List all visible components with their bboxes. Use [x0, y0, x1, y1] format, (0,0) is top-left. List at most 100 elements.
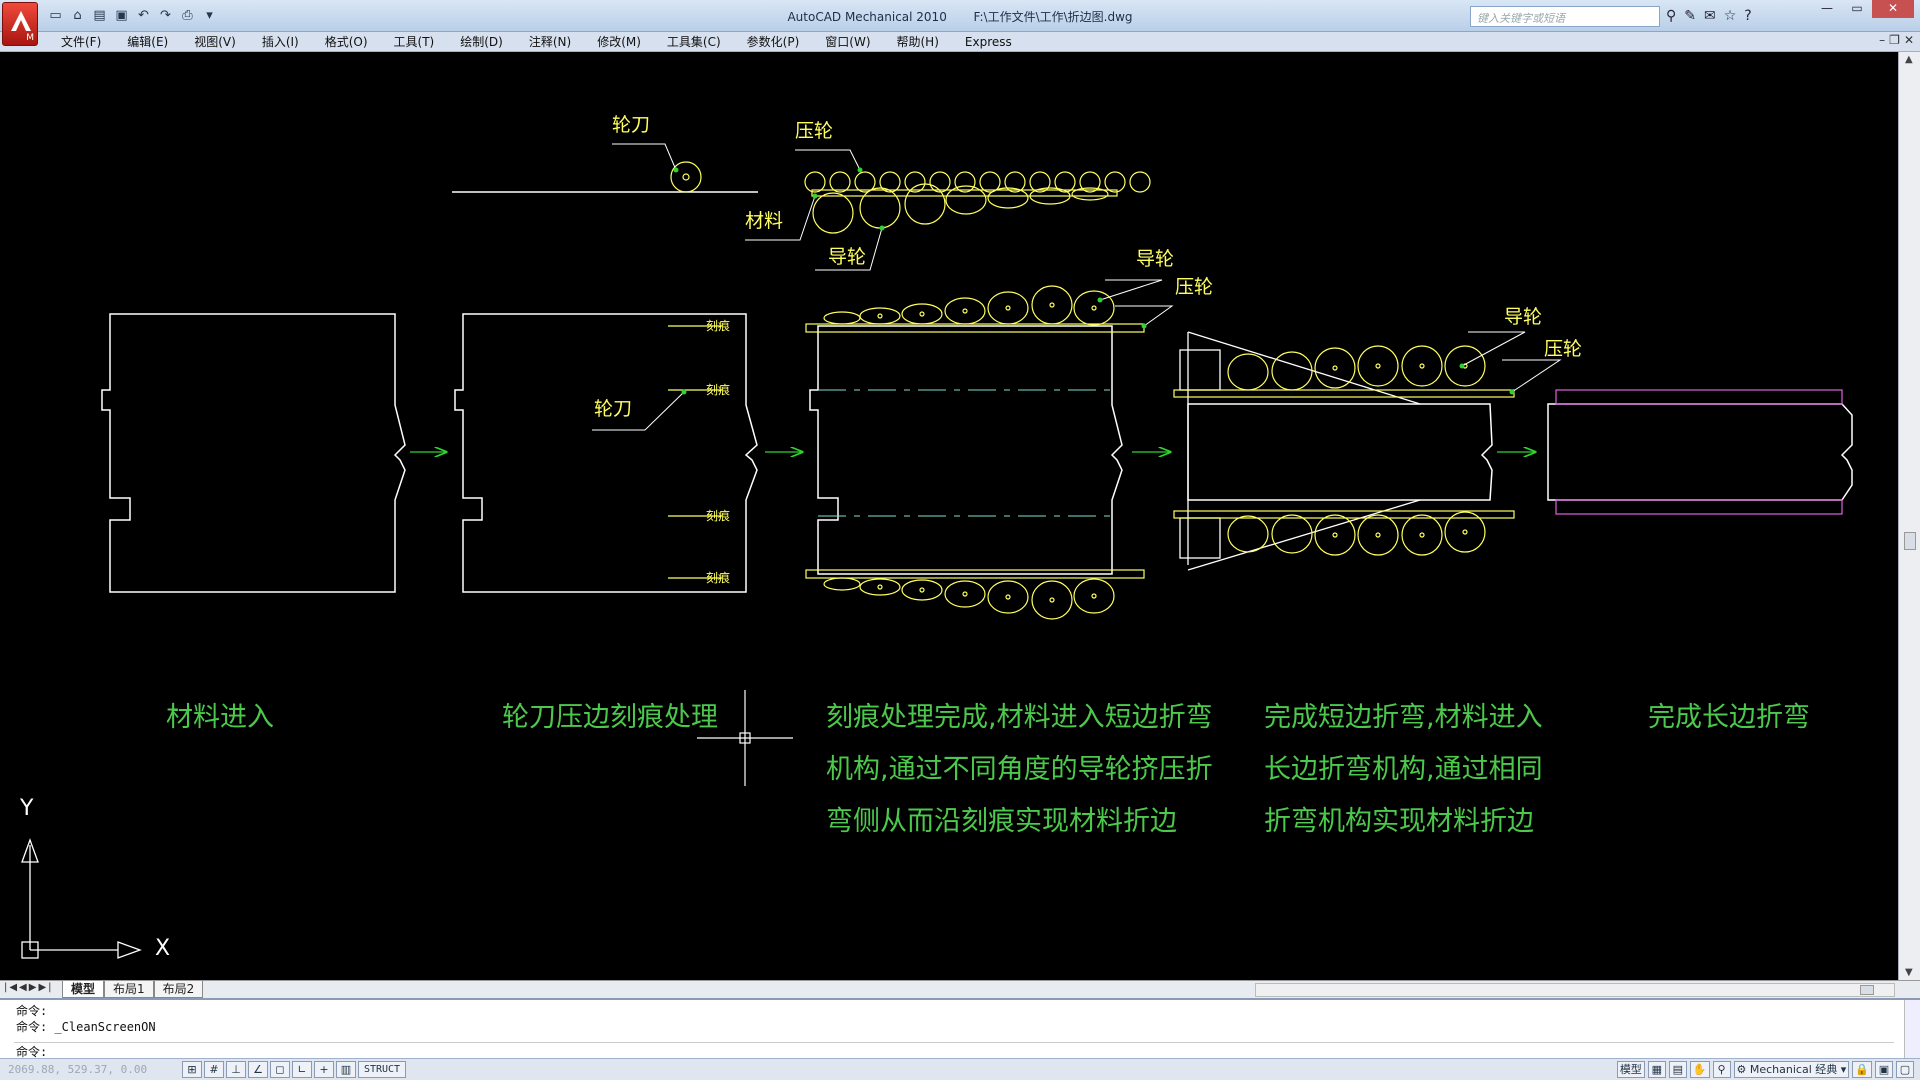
horizontal-scrollbar[interactable] [1255, 983, 1895, 997]
label-press-roller-right: 压轮 [1544, 338, 1583, 360]
menu-parametric[interactable]: 参数化(P) [746, 35, 800, 49]
title-bar: ▭ ⌂ ▤ ▣ ↶ ↷ ⎙ ▾ AutoCAD Mechanical 2010 … [0, 0, 1920, 32]
ortho-toggle-icon[interactable]: ⊥ [226, 1061, 246, 1078]
layout-quickview-icon[interactable]: ▦ [1647, 1061, 1666, 1078]
status-bar: 2069.88, 529.37, 0.00 ⊞ # ⊥ ∠ ◻ ∟ + ▥ ST… [0, 1058, 1920, 1080]
new-file-icon[interactable]: ▭ [49, 8, 62, 23]
struct-toggle[interactable]: STRUCT [358, 1061, 406, 1078]
scroll-down-icon[interactable]: ▼ [1905, 967, 1913, 978]
maximize-icon[interactable]: ▭ [1851, 1, 1863, 15]
osnap-toggle-icon[interactable]: ◻ [270, 1061, 290, 1078]
app-name: AutoCAD Mechanical 2010 [787, 10, 947, 24]
status-right-tools: 模型 ▦ ▤ ✋ ⚲ ⚙ Mechanical 经典 ▾ 🔒 ▣ ▢ [1616, 1061, 1914, 1078]
caption-step-3-line-2: 机构,通过不同角度的导轮挤压折 [826, 754, 1213, 785]
window-controls: — ▭ ✕ [1812, 0, 1914, 18]
menu-file[interactable]: 文件(F) [61, 35, 102, 49]
label-score-4: 刻痕 [706, 571, 731, 585]
minimize-icon[interactable]: — [1821, 1, 1833, 15]
funnel-lines [1179, 331, 1421, 571]
doc-restore-icon[interactable]: ❐ [1889, 33, 1900, 47]
label-score-2: 刻痕 [706, 383, 731, 397]
help-icon[interactable]: ? [1744, 8, 1752, 24]
menu-help[interactable]: 帮助(H) [896, 35, 939, 49]
menu-view[interactable]: 视图(V) [194, 35, 236, 49]
undo-icon[interactable]: ↶ [138, 8, 149, 23]
doc-minimize-icon[interactable]: – [1879, 33, 1886, 47]
horizontal-scroll-thumb[interactable] [1860, 985, 1874, 995]
label-press-roller-mid: 压轮 [1175, 276, 1214, 298]
workspace-switch[interactable]: ⚙ Mechanical 经典 ▾ [1733, 1061, 1850, 1078]
caption-step-3: 刻痕处理完成,材料进入短边折弯 机构,通过不同角度的导轮挤压折 弯侧从而沿刻痕实… [826, 692, 1213, 848]
panel-5-outline [1547, 403, 1853, 501]
autocad-logo-icon [11, 11, 31, 31]
score-lines-panel-3 [818, 389, 1110, 517]
redo-icon[interactable]: ↷ [160, 8, 171, 23]
communication-icon[interactable]: ✉ [1704, 8, 1716, 24]
tab-model[interactable]: 模型 [62, 981, 105, 998]
menu-tools[interactable]: 工具(T) [393, 35, 435, 49]
press-rollers-top [804, 171, 1151, 197]
close-icon[interactable]: ✕ [1872, 0, 1914, 18]
menu-modify[interactable]: 修改(M) [597, 35, 641, 49]
application-menu-button[interactable]: M [2, 2, 38, 46]
otrack-toggle-icon[interactable]: ∟ [292, 1061, 312, 1078]
label-score-3: 刻痕 [706, 509, 731, 523]
cad-drawing [21, 143, 1853, 959]
menu-bar: 文件(F) 编辑(E) 视图(V) 插入(I) 格式(O) 工具(T) 绘制(D… [0, 32, 1920, 52]
quick-access-toolbar: ▭ ⌂ ▤ ▣ ↶ ↷ ⎙ ▾ [46, 6, 219, 28]
rail-lines-panel-4 [1173, 389, 1515, 519]
grid-toggle-icon[interactable]: # [204, 1061, 224, 1078]
menu-draw[interactable]: 绘制(D) [460, 35, 503, 49]
coordinate-readout[interactable]: 2069.88, 529.37, 0.00 [8, 1063, 148, 1076]
command-scrollbar[interactable] [1904, 1000, 1920, 1058]
layout-tab-bar: |◀◀▶▶| 模型 布局1 布局2 [0, 980, 1920, 998]
lock-icon[interactable]: 🔒 [1852, 1061, 1872, 1078]
clean-screen-icon[interactable]: ▢ [1896, 1061, 1914, 1078]
tab-layout2[interactable]: 布局2 [153, 981, 204, 998]
menu-insert[interactable]: 插入(I) [261, 35, 299, 49]
dropdown-icon[interactable]: ▾ [206, 8, 213, 23]
menu-toolsets[interactable]: 工具集(C) [666, 35, 721, 49]
favorites-icon[interactable]: ☆ [1723, 8, 1737, 24]
subscription-icon[interactable]: ✎ [1684, 8, 1696, 24]
snap-toggle-icon[interactable]: ⊞ [182, 1061, 202, 1078]
drawing-quickview-icon[interactable]: ▤ [1668, 1061, 1687, 1078]
menu-edit[interactable]: 编辑(E) [127, 35, 169, 49]
model-space-button[interactable]: 模型 [1616, 1061, 1645, 1078]
crosshair-cursor [697, 690, 793, 786]
tray-settings-icon[interactable]: ▣ [1875, 1061, 1893, 1078]
ucs-x-label: X [155, 936, 171, 961]
binoculars-icon[interactable]: ⚲ [1666, 8, 1677, 24]
command-input[interactable]: 命令: [14, 1042, 1894, 1059]
lineweight-toggle-icon[interactable]: + [314, 1061, 334, 1078]
menu-express[interactable]: Express [964, 35, 1012, 49]
panel-2-outline [454, 313, 758, 593]
fold-edges-panel-5 [1555, 389, 1843, 515]
help-search-input[interactable]: 键入关键字或短语 [1470, 6, 1660, 27]
command-prompt: 命令: [16, 1045, 48, 1059]
tab-navigation-icon[interactable]: |◀◀▶▶| [4, 982, 54, 993]
menu-format[interactable]: 格式(O) [324, 35, 368, 49]
plot-icon[interactable]: ⎙ [182, 8, 193, 23]
vertical-scrollbar[interactable]: ▲ ▼ [1898, 52, 1920, 980]
help-toolbar: ⚲ ✎ ✉ ☆ ? [1666, 7, 1752, 25]
scroll-up-icon[interactable]: ▲ [1905, 54, 1913, 65]
polar-toggle-icon[interactable]: ∠ [248, 1061, 268, 1078]
open-file-icon[interactable]: ⌂ [73, 8, 82, 23]
label-guide-roller-right: 导轮 [1504, 306, 1543, 328]
pan-icon[interactable]: ✋ [1689, 1061, 1710, 1078]
dyn-toggle-icon[interactable]: ▥ [336, 1061, 356, 1078]
zoom-icon[interactable]: ⚲ [1712, 1061, 1731, 1078]
doc-close-icon[interactable]: ✕ [1903, 33, 1914, 47]
rail-lines-panel-3 [805, 323, 1145, 579]
drawing-canvas[interactable]: 轮刀 压轮 材料 导轮 导轮 压轮 轮刀 导轮 压轮 刻痕 刻痕 刻痕 刻痕 材… [0, 52, 1898, 980]
save-as-icon[interactable]: ▤ [93, 8, 106, 23]
save-icon[interactable]: ▣ [115, 8, 128, 23]
tab-layout1[interactable]: 布局1 [104, 981, 154, 998]
menu-annotate[interactable]: 注释(N) [528, 35, 572, 49]
vertical-scroll-thumb[interactable] [1904, 532, 1916, 550]
menu-window[interactable]: 窗口(W) [825, 35, 871, 49]
leader-lines [592, 143, 1562, 431]
guide-rollers-top [812, 183, 1109, 234]
workspace-name: Mechanical 经典 [1749, 1063, 1838, 1076]
